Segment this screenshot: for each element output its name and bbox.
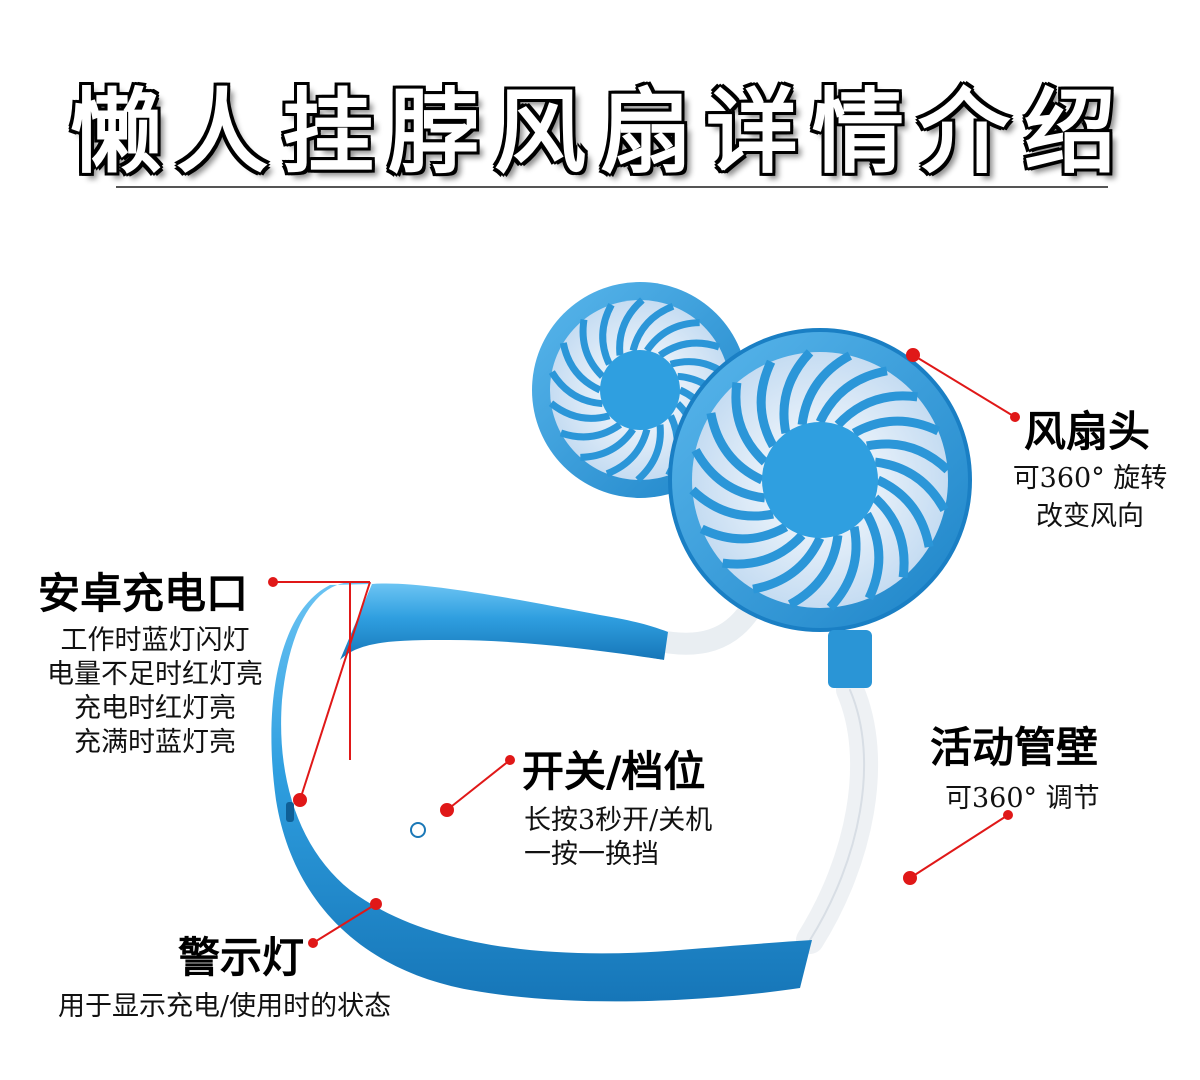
charge-port-desc-line: 电量不足时红灯亮 bbox=[47, 659, 263, 690]
fan-guard-spoke bbox=[559, 342, 602, 394]
fan-guard-spoke bbox=[874, 457, 949, 513]
fan-guard-spoke bbox=[722, 532, 806, 569]
fan-guard-spoke bbox=[579, 319, 605, 379]
charge-port-heading: 安卓充电口 bbox=[38, 569, 249, 618]
left-flex-tube bbox=[644, 599, 761, 655]
flex-tube-desc-line: 可360° 调节 bbox=[945, 783, 1100, 814]
fan-guard-spoke bbox=[876, 475, 934, 548]
charge-port-desc: 工作时蓝灯闪灯 电量不足时红灯亮 充电时红灯亮 充满时蓝灯亮 bbox=[20, 624, 290, 760]
switch-desc-line: 一按一换挡 bbox=[524, 839, 659, 870]
fan-stem bbox=[828, 630, 872, 688]
fan-head-desc-line: 可360° 旋转 bbox=[1012, 463, 1168, 494]
callout-lines bbox=[268, 348, 1020, 948]
front-fan-head bbox=[668, 328, 972, 632]
fan-guard-spoke bbox=[629, 303, 675, 352]
charge-port-desc-line: 充满时蓝灯亮 bbox=[74, 727, 236, 758]
fan-guard-spoke bbox=[599, 302, 615, 366]
fan-head-desc: 可360° 旋转 改变风向 bbox=[985, 462, 1195, 534]
fan-guard-spoke bbox=[862, 511, 884, 601]
fan-guard-spoke bbox=[691, 447, 766, 503]
power-button bbox=[410, 822, 426, 838]
flex-tube-heading: 活动管壁 bbox=[930, 723, 1099, 772]
fan-guard-spoke bbox=[706, 412, 764, 485]
charge-port-desc-line: 充电时红灯亮 bbox=[74, 693, 236, 724]
fan-guard-spoke bbox=[787, 534, 843, 609]
fan-guard-spoke bbox=[815, 366, 888, 424]
fan-guard-spoke bbox=[851, 416, 941, 438]
indicator-desc-line: 用于显示充电/使用时的状态 bbox=[58, 991, 392, 1022]
charge-port bbox=[286, 802, 294, 822]
fan-guard-spoke bbox=[872, 494, 909, 578]
fan-guard-spoke bbox=[866, 439, 951, 474]
fan-head-desc-line: 改变风向 bbox=[1036, 501, 1144, 532]
fan-guard-spoke bbox=[826, 526, 861, 611]
page-title: 懒人挂脖风扇详情介绍 bbox=[69, 78, 1130, 186]
fan-guard-spoke bbox=[644, 319, 700, 353]
flex-tube-desc: 可360° 调节 bbox=[945, 782, 1100, 816]
neck-band-body bbox=[271, 581, 812, 1002]
fan-guard-spoke bbox=[605, 428, 651, 477]
fan-guard-spoke bbox=[559, 421, 623, 441]
fan-guard-spoke bbox=[616, 297, 645, 356]
right-flex-tube bbox=[796, 676, 879, 954]
fan-guard-spoke bbox=[657, 339, 721, 359]
indicator-heading: 警示灯 bbox=[178, 933, 305, 982]
switch-desc: 长按3秒开/关机 一按一换挡 bbox=[524, 804, 712, 872]
fan-guard-spoke bbox=[779, 349, 814, 434]
fan-head-heading: 风扇头 bbox=[1024, 407, 1151, 456]
fan-guard-spoke bbox=[699, 522, 789, 544]
fan-guard-spoke bbox=[731, 382, 768, 466]
fan-guard-spoke bbox=[548, 370, 603, 408]
title-divider bbox=[116, 186, 1108, 188]
fan-guard-spoke bbox=[756, 359, 778, 449]
fan-guard-spoke bbox=[834, 391, 918, 428]
switch-heading: 开关/档位 bbox=[522, 747, 706, 796]
fan-guard-spoke bbox=[797, 351, 853, 426]
charge-port-desc-line: 工作时蓝灯闪灯 bbox=[60, 625, 250, 656]
switch-desc-line: 长按3秒开/关机 bbox=[524, 805, 713, 836]
indicator-desc: 用于显示充电/使用时的状态 bbox=[58, 990, 391, 1024]
fan-guard-spoke bbox=[752, 536, 825, 594]
fan-guard-spoke bbox=[635, 424, 664, 483]
fan-guard-spoke bbox=[689, 486, 774, 521]
fan-guard-spoke bbox=[580, 427, 636, 461]
fan-guard-spoke bbox=[548, 400, 611, 422]
